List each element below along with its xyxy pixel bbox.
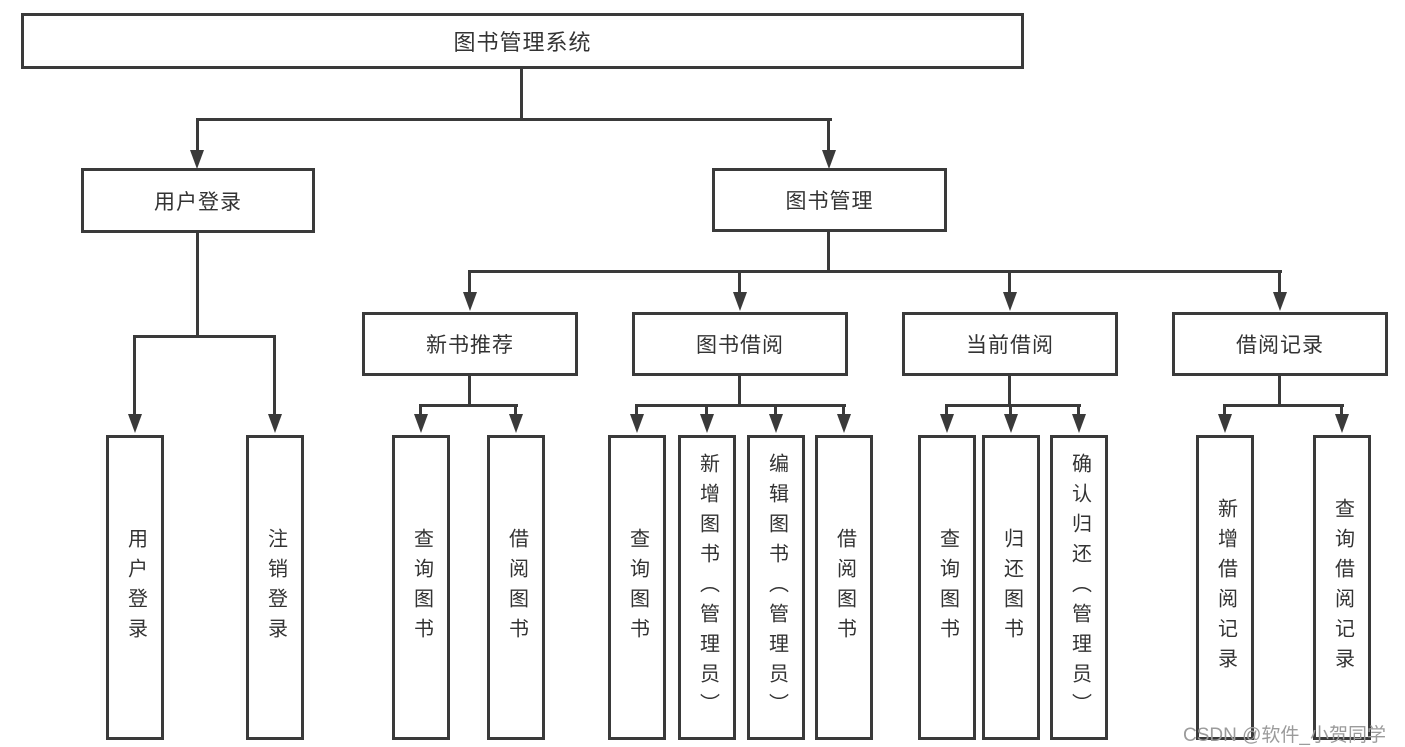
- leaf-borrowing-borrow-books-label: 借阅图书: [833, 527, 856, 648]
- connector-line: [520, 69, 523, 118]
- connector-line: [273, 335, 276, 415]
- connector-line: [945, 404, 1081, 407]
- arrowhead-icon: [268, 414, 282, 433]
- arrowhead-icon: [509, 414, 523, 433]
- connector-line: [1278, 376, 1281, 406]
- leaf-logout: 注销登录: [246, 435, 304, 740]
- arrowhead-icon: [1072, 414, 1086, 433]
- leaf-borrowing-add-books-admin: 新增图书（管理员）: [678, 435, 736, 740]
- node-new-book-recommend: 新书推荐: [362, 312, 578, 376]
- connector-line: [738, 270, 741, 293]
- node-book-borrowing: 图书借阅: [632, 312, 848, 376]
- leaf-current-return-books-label: 归还图书: [1000, 527, 1023, 648]
- leaf-records-query-record: 查询借阅记录: [1313, 435, 1371, 740]
- leaf-current-query-books: 查询图书: [918, 435, 976, 740]
- connector-line: [774, 404, 777, 416]
- node-borrow-records-label: 借阅记录: [1236, 334, 1324, 357]
- leaf-records-add-record-label: 新增借阅记录: [1214, 497, 1237, 678]
- connector-line: [133, 335, 276, 338]
- arrowhead-icon: [700, 414, 714, 433]
- connector-line: [1009, 404, 1012, 416]
- leaf-borrowing-edit-books-admin-label: 编辑图书（管理员）: [765, 452, 788, 723]
- leaf-records-query-record-label: 查询借阅记录: [1331, 497, 1354, 678]
- connector-line: [842, 404, 845, 416]
- connector-line: [1008, 376, 1011, 406]
- node-new-book-recommend-label: 新书推荐: [426, 334, 514, 357]
- leaf-newbooks-borrow-books: 借阅图书: [487, 435, 545, 740]
- node-book-management-label: 图书管理: [785, 190, 874, 213]
- node-current-borrowing-label: 当前借阅: [966, 334, 1054, 357]
- leaf-current-confirm-return-admin: 确认归还（管理员）: [1050, 435, 1108, 740]
- connector-line: [705, 404, 708, 416]
- connector-line: [945, 404, 948, 416]
- connector-line: [133, 335, 136, 415]
- leaf-user-login: 用户登录: [106, 435, 164, 740]
- arrowhead-icon: [822, 150, 836, 169]
- node-current-borrowing: 当前借阅: [902, 312, 1118, 376]
- arrowhead-icon: [190, 150, 204, 169]
- leaf-newbooks-borrow-books-label: 借阅图书: [505, 527, 528, 648]
- node-user-login-label: 用户登录: [154, 190, 242, 214]
- leaf-logout-label: 注销登录: [264, 527, 287, 648]
- leaf-newbooks-query-books: 查询图书: [392, 435, 450, 740]
- connector-line: [196, 118, 832, 121]
- node-user-login: 用户登录: [81, 168, 315, 233]
- leaf-records-add-record: 新增借阅记录: [1196, 435, 1254, 740]
- connector-line: [1278, 270, 1281, 293]
- arrowhead-icon: [837, 414, 851, 433]
- arrowhead-icon: [463, 292, 477, 311]
- leaf-current-query-books-label: 查询图书: [936, 527, 959, 648]
- leaf-user-login-label: 用户登录: [124, 527, 147, 648]
- arrowhead-icon: [733, 292, 747, 311]
- connector-line: [827, 232, 830, 273]
- leaf-borrowing-borrow-books: 借阅图书: [815, 435, 873, 740]
- leaf-borrowing-edit-books-admin: 编辑图书（管理员）: [747, 435, 805, 740]
- connector-line: [419, 404, 422, 416]
- arrowhead-icon: [1218, 414, 1232, 433]
- arrowhead-icon: [1335, 414, 1349, 433]
- leaf-borrowing-query-books: 查询图书: [608, 435, 666, 740]
- leaf-current-return-books: 归还图书: [982, 435, 1040, 740]
- leaf-borrowing-add-books-admin-label: 新增图书（管理员）: [696, 452, 719, 723]
- arrowhead-icon: [769, 414, 783, 433]
- connector-line: [738, 376, 741, 406]
- connector-line: [468, 376, 471, 406]
- connector-line: [514, 404, 517, 416]
- arrowhead-icon: [1273, 292, 1287, 311]
- node-borrow-records: 借阅记录: [1172, 312, 1388, 376]
- csdn-watermark: CSDN @软件_小贺同学: [1183, 725, 1386, 746]
- connector-line: [635, 404, 638, 416]
- connector-line: [827, 118, 830, 151]
- connector-line: [1340, 404, 1343, 416]
- leaf-borrowing-query-books-label: 查询图书: [626, 527, 649, 648]
- connector-line: [635, 404, 846, 407]
- connector-line: [196, 233, 199, 338]
- connector-line: [468, 270, 471, 293]
- arrowhead-icon: [940, 414, 954, 433]
- connector-line: [419, 404, 518, 407]
- node-book-borrowing-label: 图书借阅: [696, 334, 784, 357]
- node-root: 图书管理系统: [21, 13, 1024, 69]
- arrowhead-icon: [414, 414, 428, 433]
- connector-line: [468, 270, 1282, 273]
- connector-line: [1223, 404, 1344, 407]
- arrowhead-icon: [1003, 292, 1017, 311]
- arrowhead-icon: [1004, 414, 1018, 433]
- arrowhead-icon: [630, 414, 644, 433]
- connector-line: [1223, 404, 1226, 416]
- connector-line: [1077, 404, 1080, 416]
- arrowhead-icon: [128, 414, 142, 433]
- node-book-management: 图书管理: [712, 168, 947, 232]
- connector-line: [196, 118, 199, 151]
- connector-line: [1008, 270, 1011, 293]
- leaf-newbooks-query-books-label: 查询图书: [410, 527, 433, 648]
- leaf-current-confirm-return-admin-label: 确认归还（管理员）: [1068, 452, 1091, 723]
- node-root-label: 图书管理系统: [453, 30, 592, 55]
